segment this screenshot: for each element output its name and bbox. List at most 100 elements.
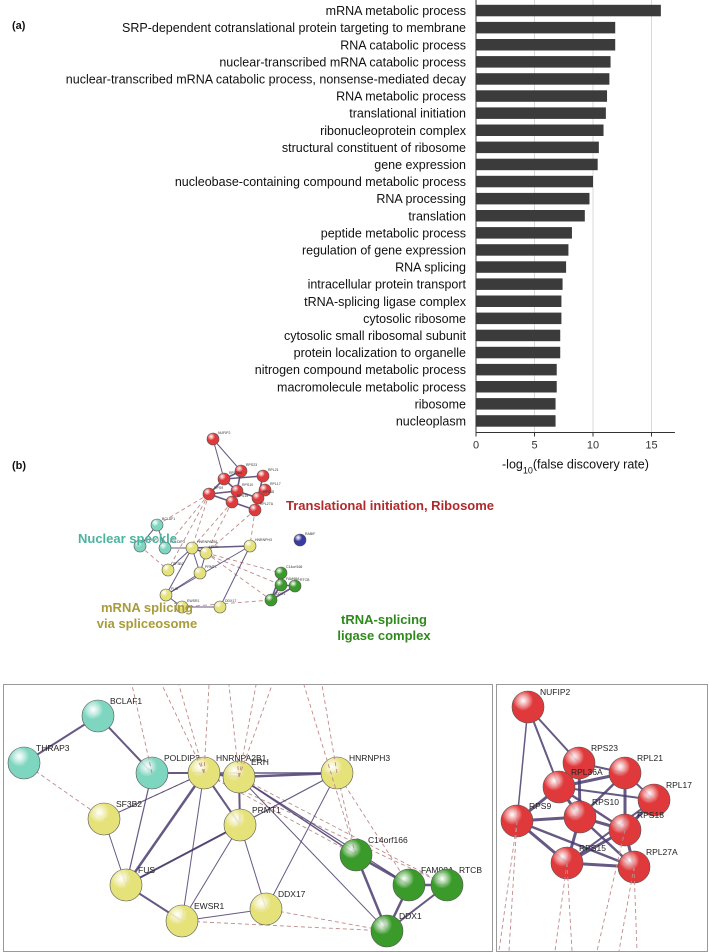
node-label: SF3B2 [116, 799, 142, 809]
node-rpl17[interactable]: RPL17 [258, 482, 281, 497]
bar [476, 261, 567, 273]
node-label: RPL21 [268, 468, 279, 472]
category-label: ribosome [415, 397, 466, 411]
node-rps18[interactable]: RPS18 [608, 810, 664, 847]
edge [181, 772, 205, 922]
cluster-label-ribosome-text: Translational initiation, Ribosome [286, 498, 495, 513]
node-label: RPS9 [214, 486, 223, 490]
category-label: macromolecule metabolic process [277, 380, 466, 394]
bar [476, 21, 616, 34]
node-rabif[interactable]: RABIF [293, 532, 315, 547]
category-label: RNA splicing [395, 261, 466, 275]
node-label: HNRNPH3 [349, 753, 390, 763]
node-rps9[interactable]: RPS9 [202, 486, 223, 501]
node-rps23[interactable]: RPS23 [562, 743, 618, 780]
bar [476, 329, 561, 342]
edge-dashed-external [238, 685, 273, 778]
edge-dashed-external [178, 685, 205, 774]
node-prmt1[interactable]: PRMT1 [223, 805, 281, 842]
category-label: intracellular protein transport [308, 278, 467, 292]
bar [476, 398, 556, 410]
node-rpl17[interactable]: RPL17 [637, 780, 692, 817]
edge [125, 772, 153, 886]
node-ddx17[interactable]: DDX17 [213, 599, 236, 614]
node-rtcb[interactable]: RTCB [430, 865, 482, 902]
node-fus[interactable]: FUS [109, 865, 155, 902]
node-rpl27a[interactable]: RPL27A [248, 502, 274, 517]
node-rps23[interactable]: RPS23 [234, 463, 257, 478]
node-fam98a[interactable]: FAM98A [392, 865, 454, 902]
node-rpl36a[interactable]: RPL36A [217, 471, 243, 486]
cluster-label-splicing-line1: mRNA splicing [101, 600, 193, 615]
node-fus[interactable]: FUS [159, 587, 179, 602]
bar [476, 192, 590, 205]
node-rpl36a[interactable]: RPL36A [542, 767, 603, 804]
node-poldip3[interactable]: POLDIP3 [158, 540, 185, 555]
edge [238, 776, 410, 886]
node-label: C14orf166 [286, 565, 302, 569]
edge-dashed [205, 552, 282, 574]
node-label: PRMT1 [252, 805, 281, 815]
node-ddx1[interactable]: DDX1 [370, 911, 422, 948]
node-nufip2[interactable]: NUFIP2 [511, 687, 571, 724]
node-label: RPS23 [591, 743, 618, 753]
category-label: cytosolic ribosome [363, 312, 466, 326]
node-prmt1[interactable]: PRMT1 [193, 565, 217, 580]
node-label: FAM98A [421, 865, 454, 875]
node-sf3b2[interactable]: SF3B2 [87, 799, 142, 836]
node-ewsr1[interactable]: EWSR1 [165, 901, 225, 938]
x-tick-label: 15 [645, 440, 657, 452]
node-c14orf166[interactable]: C14orf166 [274, 565, 302, 580]
category-label: ribonucleoprotein complex [320, 124, 467, 138]
node-rps15[interactable]: RPS15 [225, 494, 248, 509]
node-label: ERH [251, 757, 269, 767]
node-rpl27a[interactable]: RPL27A [617, 847, 678, 884]
node-hnrnph3[interactable]: HNRNPH3 [243, 538, 272, 553]
category-label: SRP-dependent cotranslational protein ta… [122, 21, 466, 35]
node-label: RPL21 [637, 753, 663, 763]
edge-dashed [205, 509, 256, 554]
node-sf3b2[interactable]: SF3B2 [161, 562, 184, 577]
edge-dashed [181, 599, 272, 608]
node-label: PRMT1 [205, 565, 217, 569]
node-hnrnph3[interactable]: HNRNPH3 [320, 753, 390, 790]
node-fam98a[interactable]: FAM98A [274, 577, 300, 592]
node-rpl21[interactable]: RPL21 [256, 468, 279, 483]
edge [165, 545, 251, 596]
node-thrap3[interactable]: THRAP3 [7, 743, 70, 780]
category-label: nitrogen compound metabolic process [255, 363, 466, 377]
edge-dashed-external [203, 685, 210, 774]
bar [476, 39, 616, 51]
node-ddx1[interactable]: DDX1 [264, 592, 285, 607]
edge [124, 772, 206, 886]
bar [476, 312, 562, 325]
node-label: HNRNPH3 [255, 538, 272, 542]
edge [165, 547, 193, 596]
node-thrap3[interactable]: THRAP3 [133, 538, 159, 553]
node-ewsr1[interactable]: EWSR1 [175, 599, 200, 614]
node-hnrnpa2b1[interactable]: HNRNPA2B1 [185, 540, 218, 555]
node-label: RPL17 [270, 482, 281, 486]
node-nufip2[interactable]: NUFIP2 [206, 431, 231, 446]
node-rpl21[interactable]: RPL21 [608, 753, 663, 790]
category-label: mRNA metabolic process [326, 4, 466, 18]
bar [476, 56, 611, 68]
node-rtcb[interactable]: RTCB [288, 578, 310, 593]
node-ddx17[interactable]: DDX17 [249, 889, 306, 926]
cluster-label-trna-line2: ligase complex [337, 628, 431, 643]
node-rps15[interactable]: RPS15 [550, 843, 606, 880]
node-bclaf1[interactable]: BCLAF1 [150, 517, 175, 532]
node-label: RPL36A [229, 471, 243, 475]
node-erh[interactable]: ERH [199, 545, 219, 560]
category-label: RNA metabolic process [336, 90, 466, 104]
node-label: RPS15 [579, 843, 606, 853]
node-rps18[interactable]: RPS18 [251, 490, 274, 505]
node-bclaf1[interactable]: BCLAF1 [81, 696, 142, 733]
node-label: RTCB [300, 578, 310, 582]
node-label: EWSR1 [194, 901, 225, 911]
node-label: DDX17 [225, 599, 236, 603]
node-rps10[interactable]: RPS10 [230, 483, 253, 498]
node-rps10[interactable]: RPS10 [563, 797, 619, 834]
